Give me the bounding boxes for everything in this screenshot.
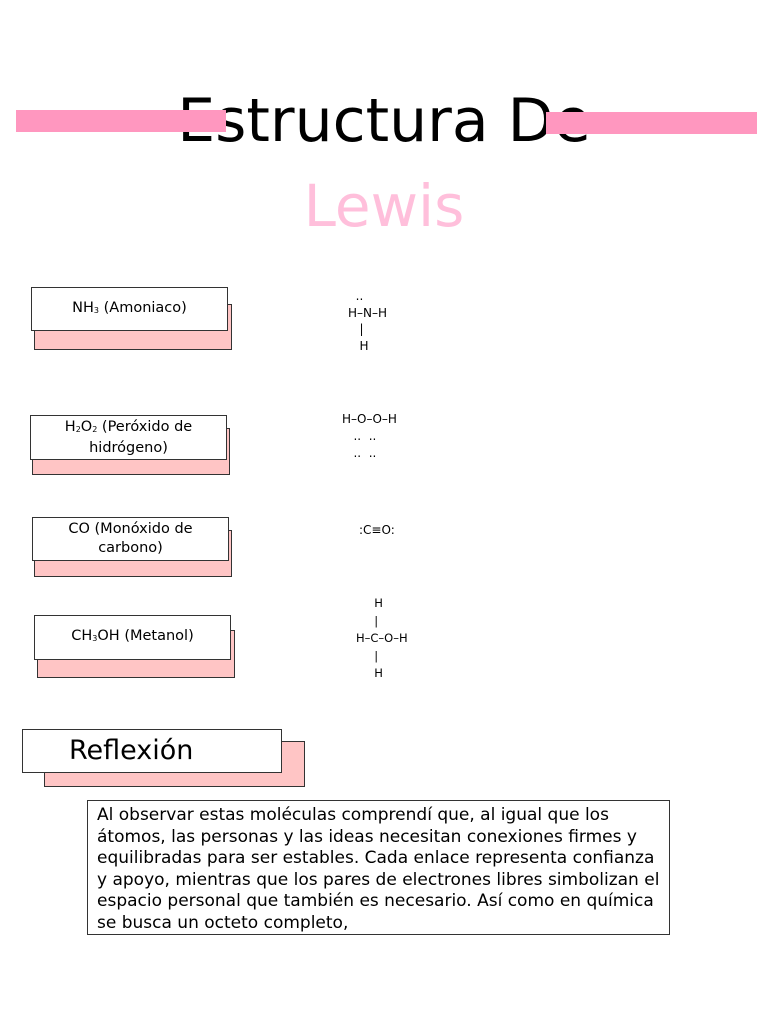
formula-text: CO (Monóxido de carbono): [68, 521, 193, 556]
lewis-structure-ch3oh: H | H–C–O–H | H: [356, 596, 408, 680]
accent-bar-right: [546, 112, 757, 134]
formula-text: CH3OH (Metanol): [71, 628, 194, 644]
lewis-structure-nh3: .. H–N–H | H: [348, 289, 388, 353]
molecule-label-h2o2: H2O2 (Peróxido de hidrógeno): [30, 415, 227, 460]
reflection-text: Al observar estas moléculas comprendí qu…: [87, 800, 670, 935]
lewis-structure-co: :C≡O:: [359, 523, 395, 537]
molecule-label-ch3oh: CH3OH (Metanol): [34, 615, 231, 660]
accent-bar-left: [16, 110, 226, 132]
title-line-2: Lewis: [303, 172, 465, 240]
formula-text: NH3 (Amoniaco): [72, 299, 187, 316]
reflection-heading: Reflexión: [22, 729, 282, 773]
molecule-label-co: CO (Monóxido de carbono): [32, 517, 229, 561]
title-line-1: Estructura De: [177, 86, 591, 156]
molecule-label-nh3: NH3 (Amoniaco): [31, 287, 228, 331]
formula-text: H2O2 (Peróxido de hidrógeno): [64, 418, 193, 456]
lewis-structure-h2o2: H–O–O–H .. .. .. ..: [342, 412, 397, 460]
